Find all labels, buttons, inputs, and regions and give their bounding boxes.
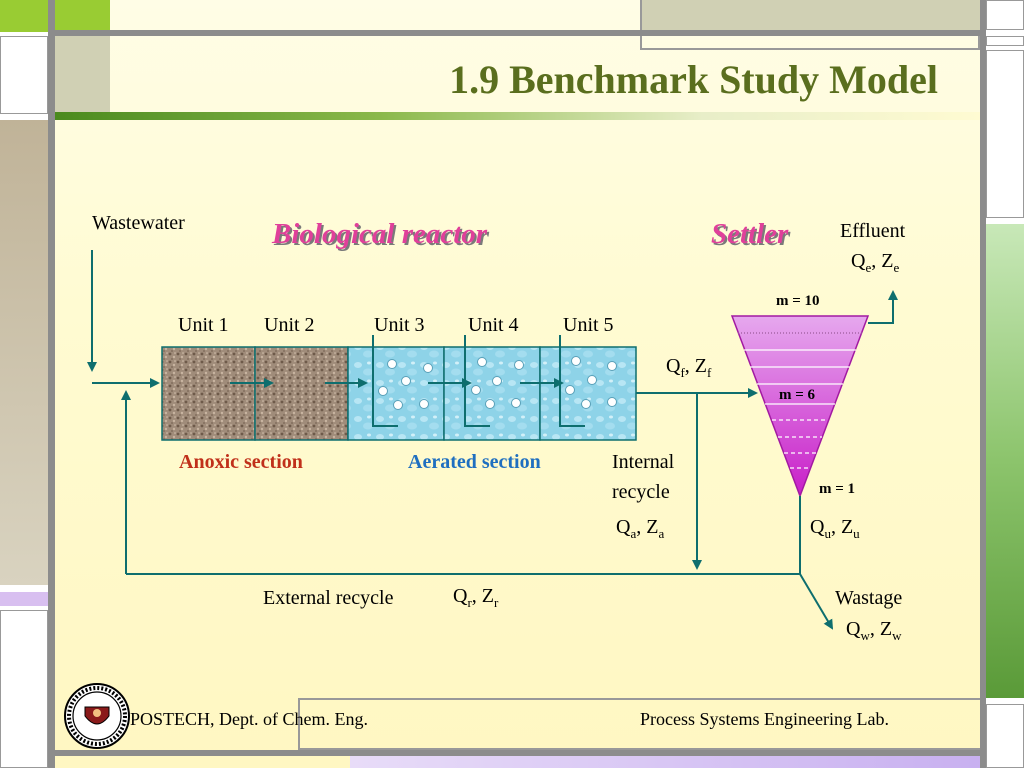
air-pipes: [372, 335, 585, 427]
effluent-line: [868, 290, 898, 324]
deco-lilac-left: [0, 592, 48, 606]
settler-layers: [738, 332, 862, 469]
unit-2-label: Unit 2: [264, 314, 315, 336]
deco-gray-left-1: [0, 36, 48, 114]
internal-recycle-variables: Qa, Za: [616, 516, 665, 541]
unit-4-label: Unit 4: [468, 314, 519, 336]
underflow-variables: Qu, Zu: [810, 516, 860, 541]
unit-4-tank: [443, 346, 541, 441]
external-recycle-label: External recycle: [263, 587, 394, 609]
wastage-label: Wastage: [835, 587, 903, 609]
settler-cone: [730, 315, 870, 499]
internal-recycle-label-line1: Internal: [612, 451, 675, 473]
anoxic-section-label: Anoxic section: [179, 451, 303, 473]
unit-2-tank: [254, 346, 349, 441]
settler-layer-top-label: m = 10: [776, 293, 820, 309]
deco-gray-bar-right: [980, 0, 986, 768]
deco-top-panel: [640, 0, 982, 30]
unit-1-label: Unit 1: [178, 314, 229, 336]
aeration-bubbles: [378, 356, 617, 410]
external-recycle-variables: Qr, Zr: [453, 585, 499, 610]
deco-olive-left: [55, 36, 110, 114]
settler-layer-bottom-label: m = 1: [819, 481, 856, 497]
aerated-section-label: Aerated section: [408, 451, 541, 473]
unit-1-tank: [161, 346, 256, 441]
unit-5-tank: [539, 346, 637, 441]
footer-right-text: Process Systems Engineering Lab.: [640, 709, 889, 729]
effluent-variables: Qe, Ze: [851, 250, 900, 275]
deco-white-right-top: [986, 0, 1024, 30]
footer-left-text: POSTECH, Dept. of Chem. Eng.: [130, 709, 368, 729]
biological-reactor-heading: Biological reactor: [272, 218, 488, 250]
deco-green-right: [986, 224, 1024, 698]
wastewater-label: Wastewater: [92, 212, 185, 234]
deco-tan-left: [0, 120, 48, 585]
recycle-lines: [121, 390, 834, 630]
slide-title: 1.9 Benchmark Study Model: [449, 57, 938, 102]
deco-green-top-left: [0, 0, 110, 32]
title-underline: [55, 112, 980, 120]
internal-recycle-label-line2: recycle: [612, 481, 670, 503]
feed-variables: Qf, Zf: [666, 355, 712, 380]
wastewater-feed-line: [87, 250, 160, 388]
unit-5-label: Unit 5: [563, 314, 614, 336]
deco-footer-box: [298, 698, 980, 750]
deco-top-outline: [640, 36, 980, 50]
deco-lilac-bottom: [350, 756, 980, 768]
deco-gray-bar-left: [48, 0, 55, 768]
deco-gray-bar-bottom: [55, 750, 980, 756]
effluent-label: Effluent: [840, 220, 906, 242]
feed-to-settler-line: [636, 388, 758, 570]
settler-heading: Settler: [711, 218, 789, 250]
settler-layer-mid-label: m = 6: [779, 387, 816, 403]
wastage-variables: Qw, Zw: [846, 618, 902, 643]
deco-gray-bar-top: [55, 30, 980, 36]
university-seal-icon: [64, 683, 130, 749]
unit-3-label: Unit 3: [374, 314, 425, 336]
